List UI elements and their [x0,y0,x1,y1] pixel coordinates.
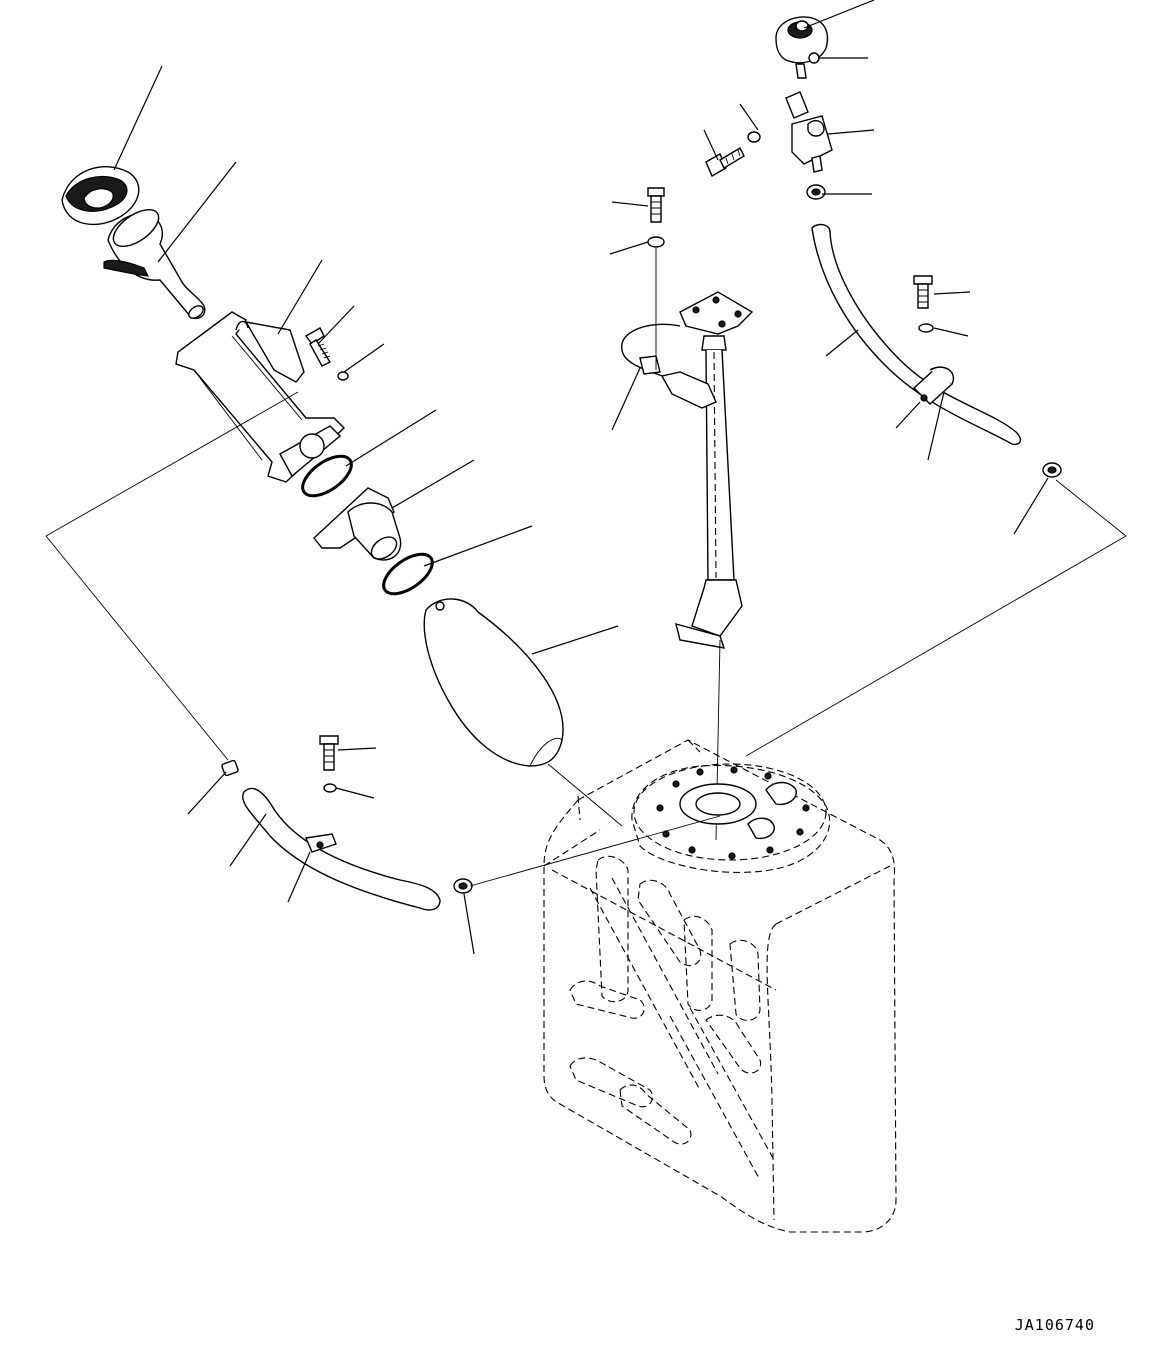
hose-right [811,223,1022,446]
clip-bolt-left [319,735,339,771]
hose-clamp-top [806,184,826,200]
leader-lines [45,0,1127,955]
hose-end-cap [221,759,239,777]
o-ring-upper [301,454,353,498]
drawing-number: JA106740 [1014,1316,1095,1334]
fuel-tank [543,739,897,1233]
adapter-flange [313,487,402,561]
pressure-switch [775,16,829,79]
hose-left [242,787,441,911]
sender-washer [647,236,665,248]
sender-bolt [647,187,665,223]
clip-washer-right [918,323,934,333]
fuel-bladder [423,598,564,767]
valve-bolt [705,147,745,177]
hose-clip-left [305,833,337,853]
valve-washer [747,131,761,143]
fuel-level-sender [621,291,754,841]
o-ring-lower [382,552,434,596]
filler-pipe [175,311,346,483]
hose-clamp-right [1042,462,1062,478]
filler-strainer [103,208,206,320]
clip-washer-left [323,783,337,793]
solenoid-valve [785,91,833,173]
hose-clip-right [912,366,955,405]
clip-bolt-right [913,275,933,309]
hose-clamp-left [453,878,473,894]
pipe-washer [337,371,349,381]
pipe-bolt [304,327,332,367]
filler-cap [61,166,140,226]
